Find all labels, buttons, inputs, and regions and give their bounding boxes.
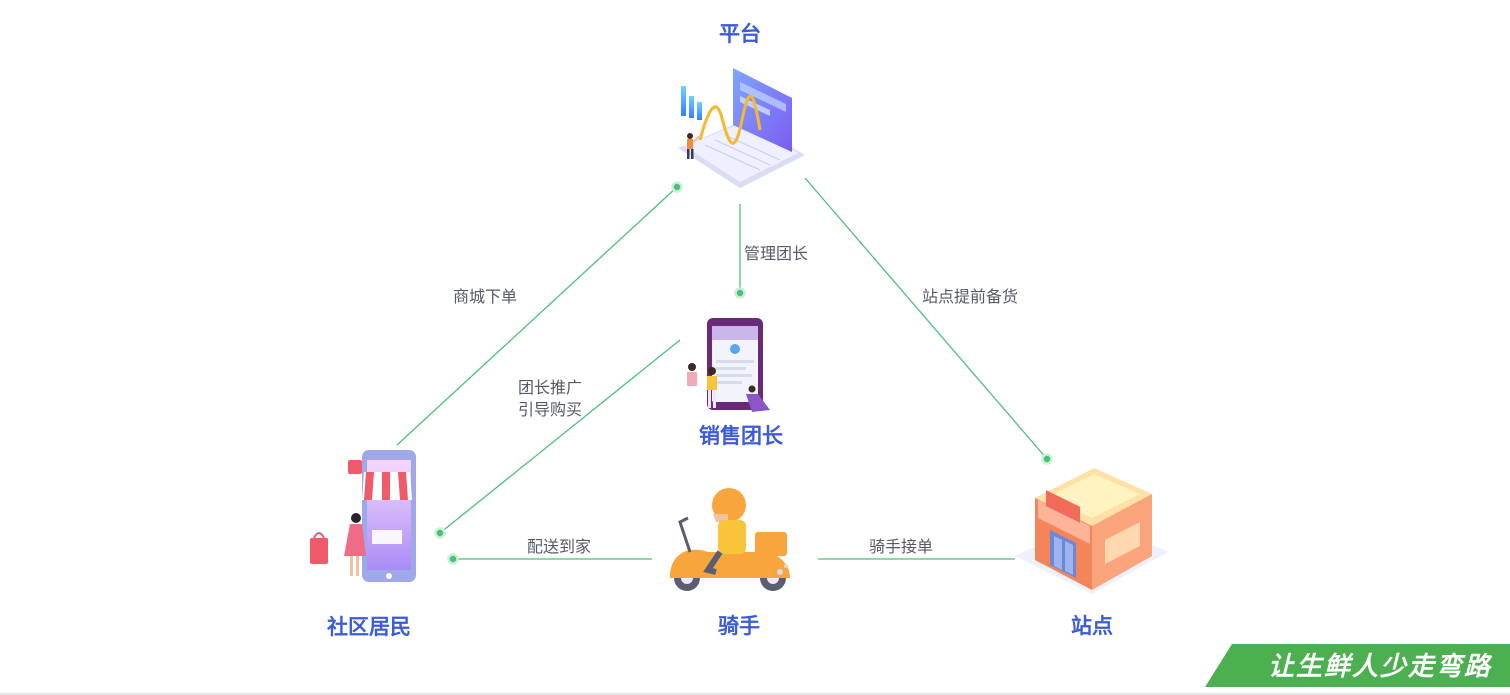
endpoint-dot [447,553,459,565]
wave-icon [698,94,762,145]
edge-label-rider-accept: 骑手接单 [869,537,934,556]
edge-label-station-prep: 站点提前备货 [922,287,1019,306]
person-icon [344,513,366,576]
slogan-banner [1205,644,1510,687]
shopping-bag-icon [310,538,328,564]
resident-illustration [310,450,416,582]
node-label-station: 站点 [1071,614,1113,638]
edge-label-leader-promote-line1: 团长推广 [518,378,583,397]
endpoint-dot [734,287,746,299]
platform-illustration [678,68,805,188]
connector-lines [396,177,1048,560]
share-icon [730,344,740,354]
node-label-team-leader: 销售团长 [699,424,783,448]
station-illustration [1015,468,1168,594]
edge-line-mall-order [396,186,678,446]
connector-endpoints [434,181,1053,565]
person-icon [687,133,701,159]
bottom-divider [0,693,1510,695]
endpoint-dot [1041,453,1053,465]
edge-label-manage-leader: 管理团长 [744,244,809,263]
edge-line-leader-promote [439,339,681,534]
person-icon [687,363,697,408]
edge-label-mall-order: 商城下单 [453,287,518,306]
edge-line-station-prep [804,177,1048,460]
person-icon [746,385,770,412]
endpoint-dot [434,527,446,539]
chart-bar-icon [689,96,694,118]
rider-helmet-icon [712,488,746,522]
node-label-rider: 骑手 [718,614,760,638]
slogan-text: 让生鲜人少走弯路 [1267,652,1492,682]
person-icon [707,367,717,408]
chart-bar-icon [697,102,702,120]
edge-label-delivery: 配送到家 [527,537,592,556]
team-leader-illustration [687,318,770,412]
chart-bar-icon [681,86,686,116]
rider-illustration [670,488,790,591]
node-label-resident: 社区居民 [327,615,411,639]
endpoint-dot [671,181,683,193]
store-sign-icon [1046,490,1080,523]
node-label-platform: 平台 [719,22,761,46]
edge-label-leader-promote-line2: 引导购买 [518,400,583,419]
